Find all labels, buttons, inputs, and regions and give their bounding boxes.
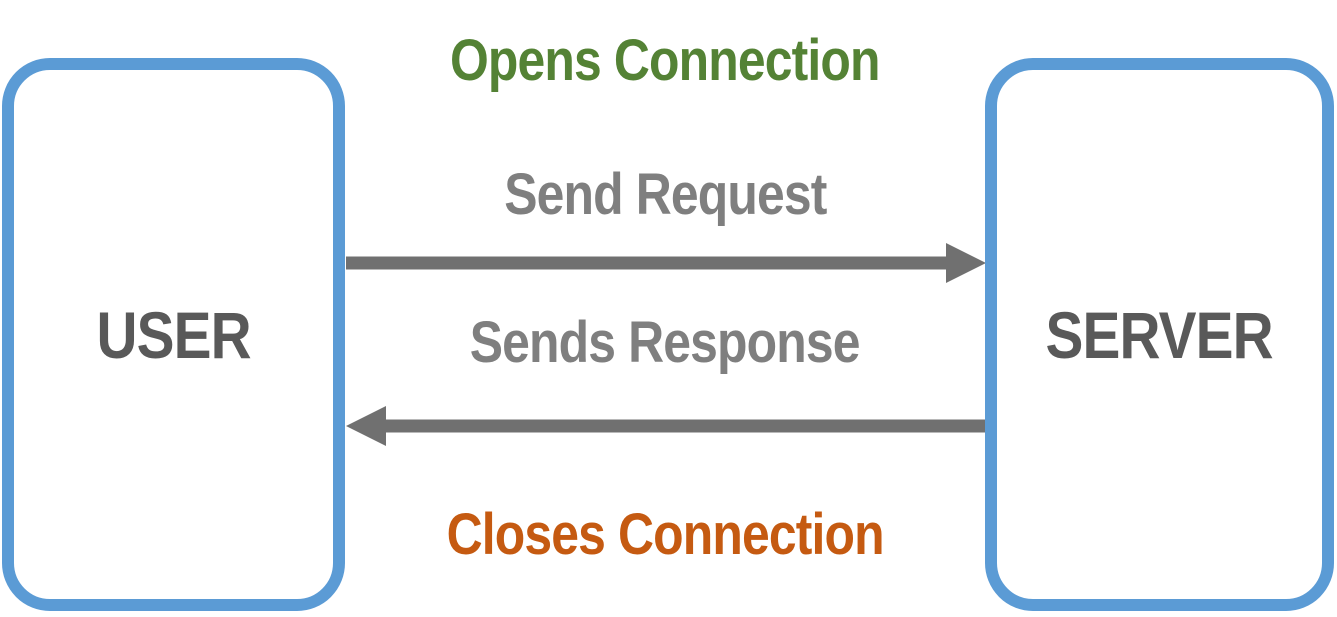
server-label: SERVER xyxy=(1045,297,1274,372)
send-request-text: Send Request xyxy=(503,162,827,227)
response-arrowhead xyxy=(346,406,386,446)
opens-connection-label: Opens Connection xyxy=(345,32,985,90)
closes-connection-label: Closes Connection xyxy=(345,506,985,564)
response-arrow xyxy=(346,406,986,446)
user-box: USER xyxy=(2,58,345,611)
opens-connection-text: Opens Connection xyxy=(450,28,880,93)
user-label: USER xyxy=(96,297,251,372)
closes-connection-text: Closes Connection xyxy=(446,502,884,567)
send-request-label: Send Request xyxy=(345,166,985,224)
server-box: SERVER xyxy=(985,58,1334,611)
request-arrowhead xyxy=(946,243,986,283)
sends-response-text: Sends Response xyxy=(470,310,861,375)
sends-response-label: Sends Response xyxy=(345,314,985,372)
request-arrow xyxy=(346,243,986,283)
